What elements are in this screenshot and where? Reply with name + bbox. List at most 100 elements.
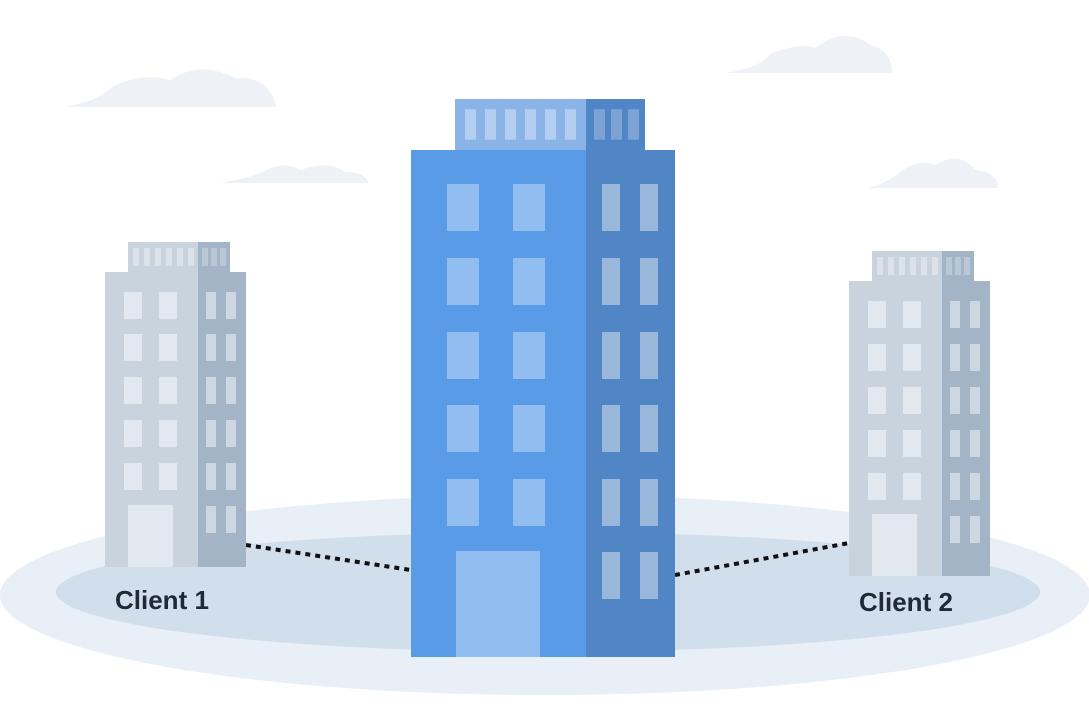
roof-front [455,99,586,150]
window [513,332,545,379]
window [903,387,921,414]
roof-window [946,257,952,275]
server-building [411,99,675,657]
door [456,551,540,657]
roof-window [505,109,516,140]
side-window [206,463,216,490]
side-window [640,479,658,526]
side-window [226,334,236,361]
cloud [220,165,369,183]
window [124,463,142,490]
roof-window [888,257,894,275]
side-window [206,377,216,404]
side-window [226,377,236,404]
window [513,479,545,526]
roof-window [899,257,905,275]
window [903,430,921,457]
side-window [206,420,216,447]
roof-window [188,248,194,266]
side-window [950,516,960,543]
side-window [226,463,236,490]
client2-building [849,251,990,576]
side-window [970,301,980,328]
side-window [602,405,620,452]
side-window [640,258,658,305]
roof-window [166,248,172,266]
side-window [602,184,620,231]
side-face [198,272,246,567]
window [124,420,142,447]
roof-window [921,257,927,275]
side-window [970,473,980,500]
side-window [970,344,980,371]
side-window [226,420,236,447]
roof-window [594,109,605,140]
roof-window [155,248,161,266]
window [159,334,177,361]
client2-label: Client 2 [859,587,953,617]
window [903,344,921,371]
side-window [950,387,960,414]
side-window [970,430,980,457]
window [903,301,921,328]
window [868,430,886,457]
roof-window [910,257,916,275]
window [159,463,177,490]
roof-window [611,109,622,140]
window [868,301,886,328]
cloud [725,35,892,73]
roof-window [932,257,938,275]
side-window [602,332,620,379]
roof-window [133,248,139,266]
window [447,479,479,526]
side-window [970,516,980,543]
side-window [206,506,216,533]
window [447,184,479,231]
side-window [226,506,236,533]
roof-window [545,109,556,140]
door [872,514,917,576]
window [868,387,886,414]
side-window [640,332,658,379]
roof-window [144,248,150,266]
side-window [206,292,216,319]
window [513,258,545,305]
roof-window [628,109,639,140]
roof-front [128,242,198,272]
side-window [206,334,216,361]
window [447,405,479,452]
roof-window [877,257,883,275]
side-window [950,344,960,371]
side-window [950,430,960,457]
roof-window [485,109,496,140]
client1-building [105,242,246,567]
client1-label: Client 1 [115,585,209,615]
roof-window [177,248,183,266]
roof-window [964,257,970,275]
side-window [950,301,960,328]
roof-window [465,109,476,140]
window [124,334,142,361]
cloud [66,69,276,107]
window [124,292,142,319]
side-face [942,281,990,576]
side-window [226,292,236,319]
roof-side [942,251,974,281]
roof-window [955,257,961,275]
side-window [640,184,658,231]
roof-front [872,251,942,281]
window [159,377,177,404]
door [128,505,173,567]
side-face [586,150,675,657]
side-window [602,552,620,599]
window [513,405,545,452]
window [868,473,886,500]
window [513,184,545,231]
window [868,344,886,371]
window [903,473,921,500]
cloud [868,158,998,188]
window [159,292,177,319]
side-window [640,405,658,452]
